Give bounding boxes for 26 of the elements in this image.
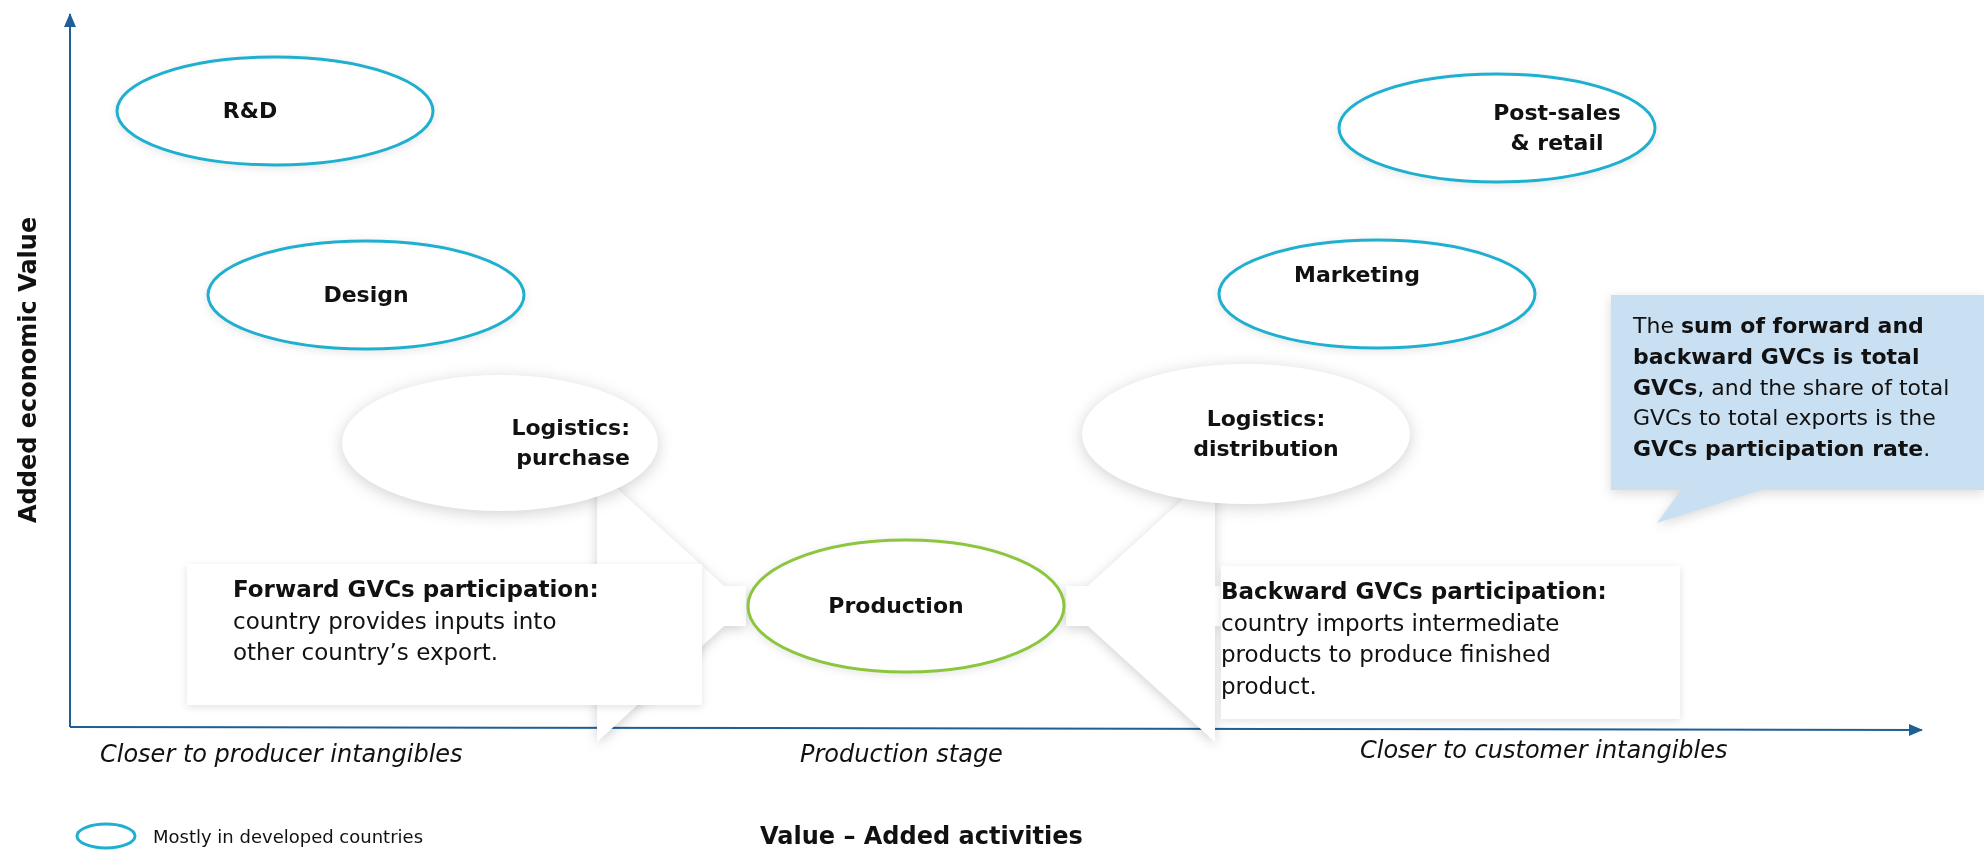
axis-label: Production stage (800, 740, 1003, 768)
activity-label: Logistics: distribution (1192, 405, 1340, 463)
activity-ellipse (206, 239, 526, 351)
card-heading: Forward GVCs participation: (233, 575, 600, 604)
axis-label: Closer to producer intangibles (100, 740, 463, 768)
activity-label: Design (322, 281, 410, 310)
activity-label: R&D (221, 97, 279, 126)
x-axis-title: Value – Added activities (760, 822, 1083, 850)
card-text: country imports intermediate products to produce finished product. (1221, 608, 1561, 702)
card-heading: Backward GVCs participation: (1221, 577, 1608, 606)
text-card (1221, 566, 1680, 719)
activity-ellipse (1217, 238, 1537, 350)
activity-ellipse (115, 55, 435, 167)
y-axis-title: Added economic Value (14, 216, 42, 523)
activity-label: Logistics: purchase (510, 414, 630, 472)
speech-bubble (1611, 295, 1984, 523)
axis-label: Closer to customer intangibles (1360, 736, 1728, 764)
text-card (187, 564, 702, 705)
legend-label: Mostly in developed countries (153, 825, 423, 847)
activity-ellipse (1337, 72, 1657, 184)
activity-label: Marketing (1293, 261, 1421, 289)
activity-label: Production (827, 592, 965, 621)
note-text: The sum of forward and backward GVCs is total GVCs, and the share of total GVCs to total exports is the GVCs participation rate. (1632, 312, 1951, 464)
card-text: country provides inputs into other country’s export. (233, 606, 558, 668)
activity-label: Post-sales & retail (1492, 99, 1622, 157)
activity-ellipse (746, 538, 1066, 674)
